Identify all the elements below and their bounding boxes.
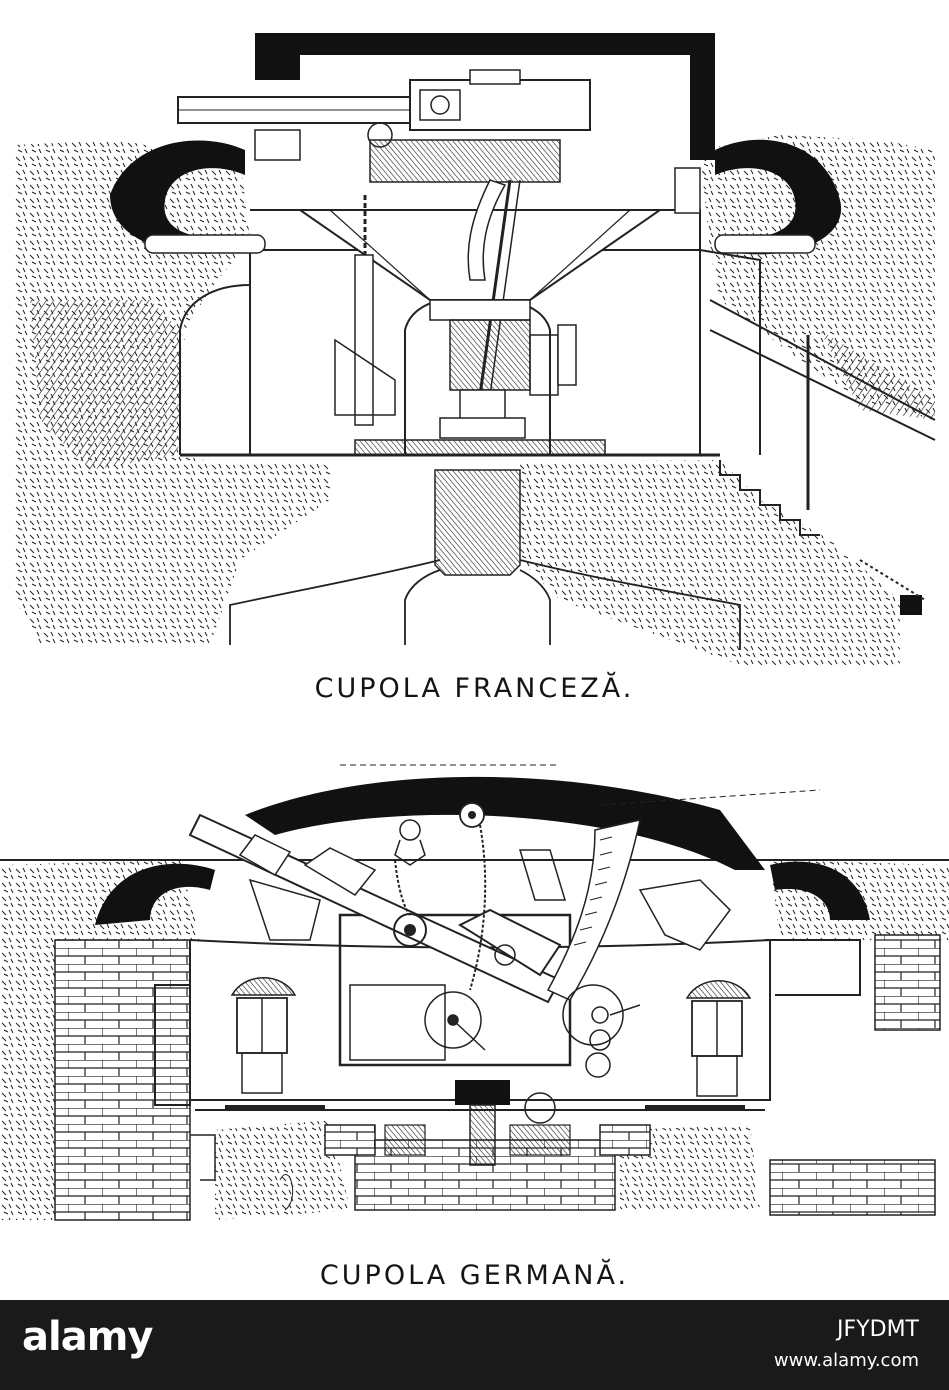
- elevation-arc: [467, 179, 507, 281]
- pulleys: [394, 802, 487, 991]
- staircase: [719, 460, 820, 536]
- watermark-site: www.alamy.com: [773, 1350, 919, 1371]
- german-cupola-caption: CUPOLA GERMANĂ.: [319, 1260, 630, 1291]
- turret-roof: [255, 33, 715, 160]
- turntable-ring: [354, 439, 606, 456]
- central-pivot: [384, 1080, 571, 1166]
- right-window: [685, 980, 752, 1097]
- left-glacis-armor: [95, 863, 215, 925]
- right-glacis-armor: [715, 139, 842, 255]
- handwheels: [424, 984, 641, 1124]
- watermark-bar: alamy JFYDMT www.alamy.com: [0, 1300, 949, 1390]
- german-cupola-figure: [0, 740, 949, 1240]
- right-glacis-armor: [770, 861, 870, 920]
- armored-dome: [245, 776, 765, 870]
- left-masonry: [54, 939, 191, 1221]
- watermark-stock-id: JFYDMT: [837, 1317, 919, 1342]
- earth-right: [520, 135, 935, 665]
- lower-vault: [229, 559, 741, 650]
- watermark-brand: alamy: [22, 1314, 153, 1360]
- pivot-column: [429, 299, 577, 439]
- left-window: [230, 977, 297, 1094]
- left-glacis-armor: [110, 140, 245, 254]
- elevation-quadrant: [546, 819, 641, 1001]
- engraving: CUPOLA FRANCEZĂ.: [0, 0, 949, 1291]
- right-masonry: [874, 934, 941, 1031]
- german-gun: [188, 813, 562, 1004]
- french-cupola-caption: CUPOLA FRANCEZĂ.: [314, 673, 635, 704]
- chain-hoist: [334, 195, 396, 426]
- french-cupola-drawing: [15, 33, 936, 665]
- french-gun: [177, 69, 591, 183]
- earth-left: [15, 140, 330, 645]
- french-cupola-figure: [0, 0, 949, 675]
- pivot-well: [434, 469, 521, 576]
- german-cupola-drawing: [0, 764, 949, 1221]
